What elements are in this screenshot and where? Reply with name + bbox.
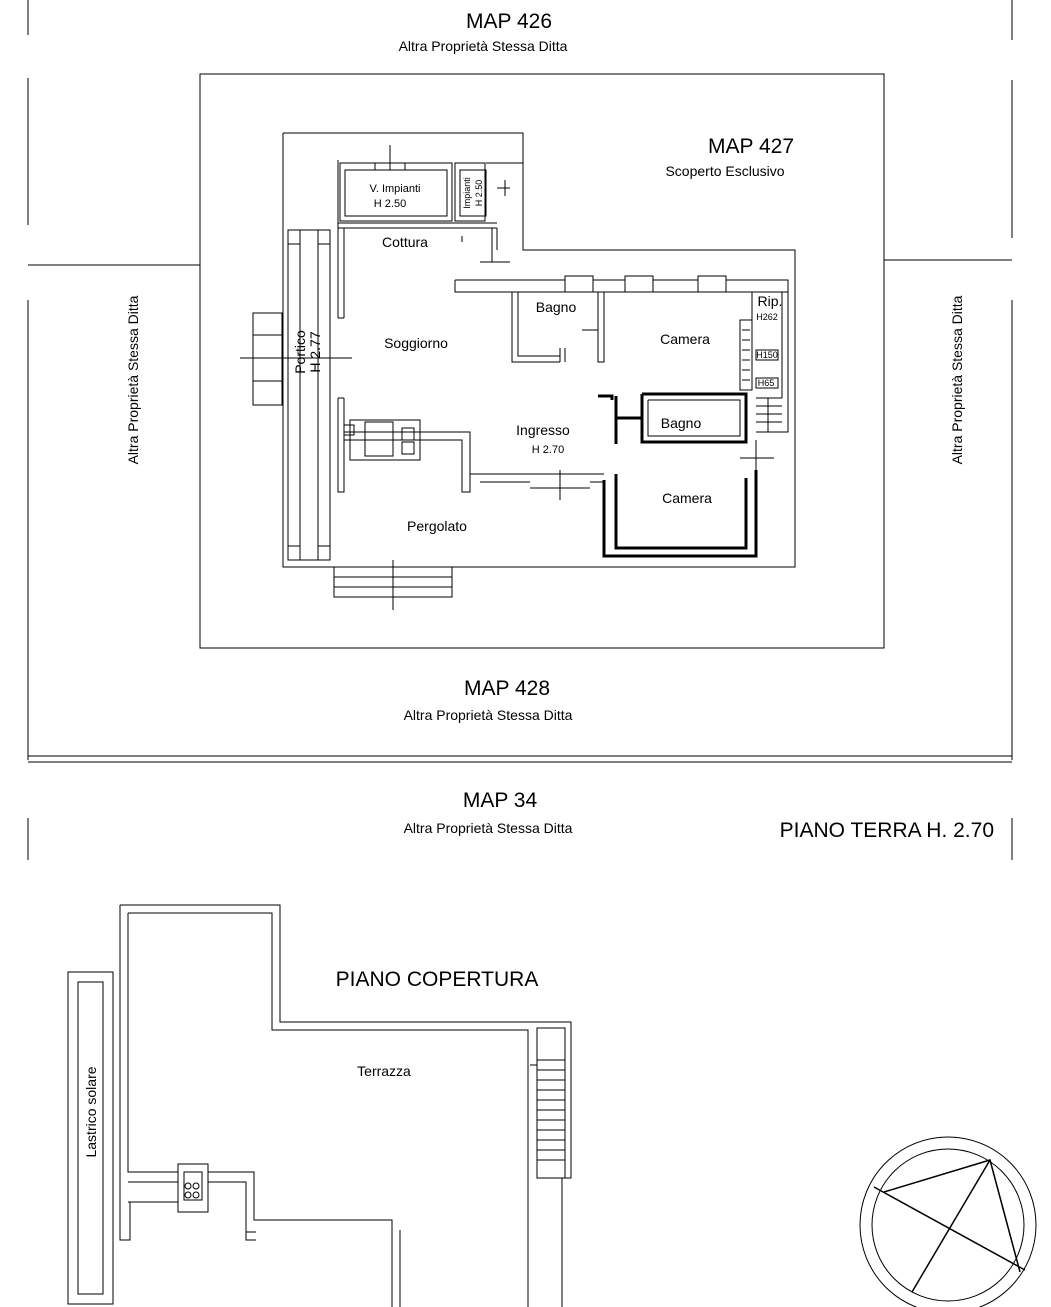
roof-plan: PIANO COPERTURA Lastrico solare [67,904,572,1307]
lastrico-label: Lastrico solare [83,1066,99,1157]
map-426-title: MAP 426 [466,10,552,33]
map-34-title: MAP 34 [463,789,538,812]
map-34-label: MAP 34 Altra Proprietà Stessa Ditta [404,789,573,836]
bagno-2-label: Bagno [661,415,702,431]
portico-label: Portico [292,330,308,374]
portico-height: H 2.77 [307,331,323,372]
map-427-label: MAP 427 Scoperto Esclusivo [665,135,794,179]
ground-floor-plan: Portico H 2.77 V. Impianti H 2.50 Impian… [240,132,796,610]
pergolato-label: Pergolato [407,518,467,534]
cottura-label: Cottura [382,234,428,250]
parcel-boundaries [27,0,1013,860]
camera-1-label: Camera [660,331,710,347]
ground-floor-title: PIANO TERRA H. 2.70 [780,819,994,842]
terrazza-label: Terrazza [357,1063,411,1079]
ingresso-label: Ingresso [516,422,570,438]
map-426-subtitle: Altra Proprietà Stessa Ditta [399,38,568,54]
house-walls [333,160,789,610]
camera-2-label: Camera [662,490,712,506]
map-428-subtitle: Altra Proprietà Stessa Ditta [404,707,573,723]
map-428-label: MAP 428 Altra Proprietà Stessa Ditta [404,677,573,723]
rip-height-1: H262 [756,312,778,322]
lastrico-solare: Lastrico solare [67,971,114,1305]
map-428-title: MAP 428 [464,677,550,700]
rip-label: Rip. [758,293,783,309]
rip-height-2: H150 [756,350,778,360]
roof-title: PIANO COPERTURA [336,968,539,991]
map-427-title: MAP 427 [708,135,794,158]
rip-height-3: H65 [758,378,775,388]
compass-icon [859,1136,1037,1307]
bagno-1-label: Bagno [536,299,577,315]
ingresso-height: H 2.70 [532,444,564,456]
map-34-subtitle: Altra Proprietà Stessa Ditta [404,820,573,836]
right-side-label: Altra Proprietà Stessa Ditta [949,295,965,464]
map-427-subtitle: Scoperto Esclusivo [665,163,784,179]
impianti-label: Impianti [462,177,472,209]
impianti-height: H 2.50 [474,180,484,207]
v-impianti-height: H 2.50 [374,198,406,210]
soggiorno-label: Soggiorno [384,335,448,351]
portico: Portico H 2.77 [240,229,352,561]
map-426-label: MAP 426 Altra Proprietà Stessa Ditta [399,10,568,54]
room-labels: Cottura Soggiorno Bagno Camera Rip. H262… [382,234,782,534]
plant-rooms: V. Impianti H 2.50 Impianti H 2.50 [339,145,523,222]
left-side-label: Altra Proprietà Stessa Ditta [125,295,141,464]
v-impianti-label: V. Impianti [370,183,421,195]
